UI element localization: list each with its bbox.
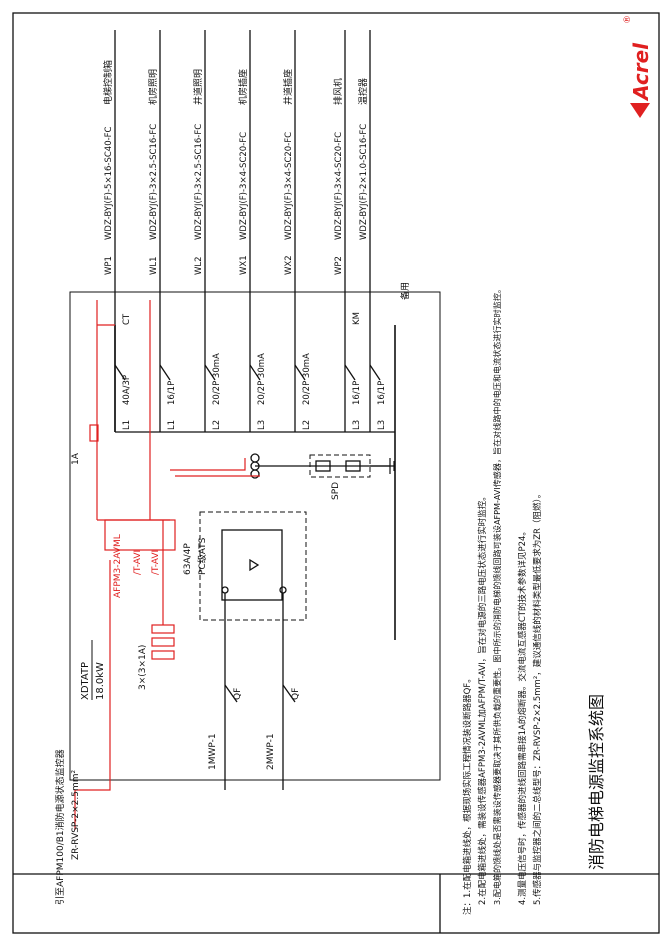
circuit-id-4: WX2 <box>284 255 294 275</box>
spare-label: 备用 <box>399 282 411 300</box>
registered-mark: ® <box>623 15 633 24</box>
ct-ring-3 <box>250 469 260 479</box>
box-name: XDTATP <box>80 662 91 700</box>
qf-switch-2 <box>282 684 296 703</box>
circuit-cable-5: WDZ-BYJ(F)-3×4-SC20-FC <box>334 132 344 240</box>
breaker-switch-3 <box>249 364 261 381</box>
breaker-rating-0: 40A/3P <box>122 375 132 405</box>
circuit-cable-3: WDZ-BYJ(F)-3×4-SC20-FC <box>239 132 249 240</box>
ats-rating: 63A/4P <box>183 543 193 575</box>
note-1: 注：1.在配电箱进线处，根据现场实际工程情况装设断路器QF。 <box>462 674 473 915</box>
sensor-tavi-2: /T-AVI <box>151 550 161 575</box>
circuit-load-0: 电梯控制箱 <box>102 60 114 105</box>
breaker-rating-1: 16/1P <box>167 381 177 405</box>
spd-element-1 <box>315 460 331 472</box>
qf-label-2: QF <box>291 688 301 700</box>
ats-contact-2 <box>279 586 287 594</box>
breaker-switch-2 <box>204 364 216 381</box>
box-power: 18.0kW <box>95 662 106 700</box>
circuit-extra-0: CT <box>122 313 132 325</box>
circuit-load-6: 温控器 <box>357 78 369 105</box>
note-3a: 3.配电箱的馈线处是否需装设传感器要取决于其所供负载的重要性。图中所示的消防电梯… <box>492 285 502 905</box>
monitor-bus-wire <box>74 560 111 830</box>
circuit-cable-6: WDZ-BYJ(F)-2×1.0-SC16-FC <box>359 124 369 240</box>
spd-box <box>309 454 371 478</box>
circuit-id-3: WX1 <box>239 255 249 275</box>
note-2: 2.在配电箱进线处，需装设传感器AFPM3-2AVML加AFPM/T-AVI，旨… <box>477 492 488 905</box>
spd-element-2 <box>345 460 361 472</box>
spd-label: SPD <box>331 482 341 500</box>
sensor-tavi-1: /T-AVI <box>133 550 143 575</box>
acrel-logo-icon <box>630 103 650 118</box>
circuit-load-3: 机房插座 <box>237 69 249 105</box>
sensor-main: AFPM3-2AVML <box>113 534 123 598</box>
breaker-switch-4 <box>294 364 306 381</box>
circuit-cable-0: WDZ-BYJ(F)-5×16-SC40-FC <box>104 126 114 240</box>
breaker-switch-1 <box>159 364 171 381</box>
fuse-label: 1A <box>71 452 81 465</box>
circuit-id-1: WL1 <box>149 256 159 275</box>
note-4: 4.测量电压信号时，传感器的进线回路需串接1A的熔断器。交流电流互感器CT的技术… <box>517 527 528 905</box>
phase-label-5: L3 <box>352 420 362 430</box>
sheet-border <box>12 12 660 934</box>
title-text: 消防电梯电源监控系统图 <box>587 694 606 870</box>
qf-switch-1 <box>224 684 238 703</box>
panel-box <box>69 291 441 781</box>
breaker-switch-6 <box>369 364 381 381</box>
breaker-switch-5 <box>344 364 356 381</box>
ct-ring-1 <box>250 453 260 463</box>
ats-dashed-box <box>199 511 307 621</box>
phase-label-6: L3 <box>377 420 387 430</box>
monitor-line: 引至AFPM100/B1消防电源状态监控器 <box>54 749 66 905</box>
circuit-extra-5: KM <box>352 312 362 325</box>
note-5: 5.传感器与监控器之间的二总线型号：ZR-RVSP-2×2.5mm²，建议通信线… <box>532 490 543 905</box>
phase-label-0: L1 <box>122 420 132 430</box>
fuse-1a <box>89 424 99 442</box>
circuit-load-2: 井道照明 <box>192 69 204 105</box>
ats-arrow-icon <box>249 558 260 572</box>
incoming-2-label: 2MWP-1 <box>266 733 276 770</box>
ats-body <box>221 529 283 601</box>
circuits-group: 40A/3P L1 WP1 WDZ-BYJ(F)-5×16-SC40-FC 电梯控制箱 C… <box>102 30 387 432</box>
ct-fuse-3 <box>151 650 175 660</box>
ct-label: 3×(3×1A) <box>138 645 148 690</box>
breaker-rating-5: 16/1P <box>352 381 362 405</box>
ats-type: PC级ATS <box>196 537 208 575</box>
sensor-wire-e <box>170 458 246 471</box>
ats-contact-1 <box>221 586 229 594</box>
breaker-rating-6: 16/1P <box>377 381 387 405</box>
notes-block: 注：1.在配电箱进线处，根据现场实际工程情况装设断路器QF。 2.在配电箱进线处… <box>462 285 543 915</box>
qf-label-1: QF <box>233 688 243 700</box>
circuit-id-2: WL2 <box>194 256 204 275</box>
phase-label-3: L3 <box>257 420 267 430</box>
sensor-box <box>104 519 176 551</box>
circuit-load-1: 机房照明 <box>147 69 159 105</box>
phase-label-1: L1 <box>167 420 177 430</box>
breaker-rating-2: 20/2P 30mA <box>212 353 222 405</box>
circuit-cable-2: WDZ-BYJ(F)-3×2.5-SC16-FC <box>194 124 204 240</box>
ct-fuse-2 <box>151 637 175 647</box>
circuit-id-0: WP1 <box>104 256 114 275</box>
circuit-id-5: WP2 <box>334 256 344 275</box>
phase-label-4: L2 <box>302 420 312 430</box>
circuit-load-5: 排风机 <box>332 78 344 105</box>
ct-fuse-1 <box>151 624 175 634</box>
bus-cable: ZR-RVSP-2×2.5mm² <box>71 769 81 860</box>
brand-logo: Acrel <box>629 42 653 102</box>
breaker-rating-3: 20/2P 30mA <box>257 353 267 405</box>
circuit-cable-4: WDZ-BYJ(F)-3×4-SC20-FC <box>284 132 294 240</box>
circuit-cable-1: WDZ-BYJ(F)-3×2.5-SC16-FC <box>149 124 159 240</box>
phase-label-2: L2 <box>212 420 222 430</box>
incoming-1-label: 1MWP-1 <box>208 733 218 770</box>
circuit-load-4: 井道插座 <box>282 69 294 105</box>
breaker-rating-4: 20/2P 30mA <box>302 353 312 405</box>
breaker-switch-0 <box>114 364 126 381</box>
